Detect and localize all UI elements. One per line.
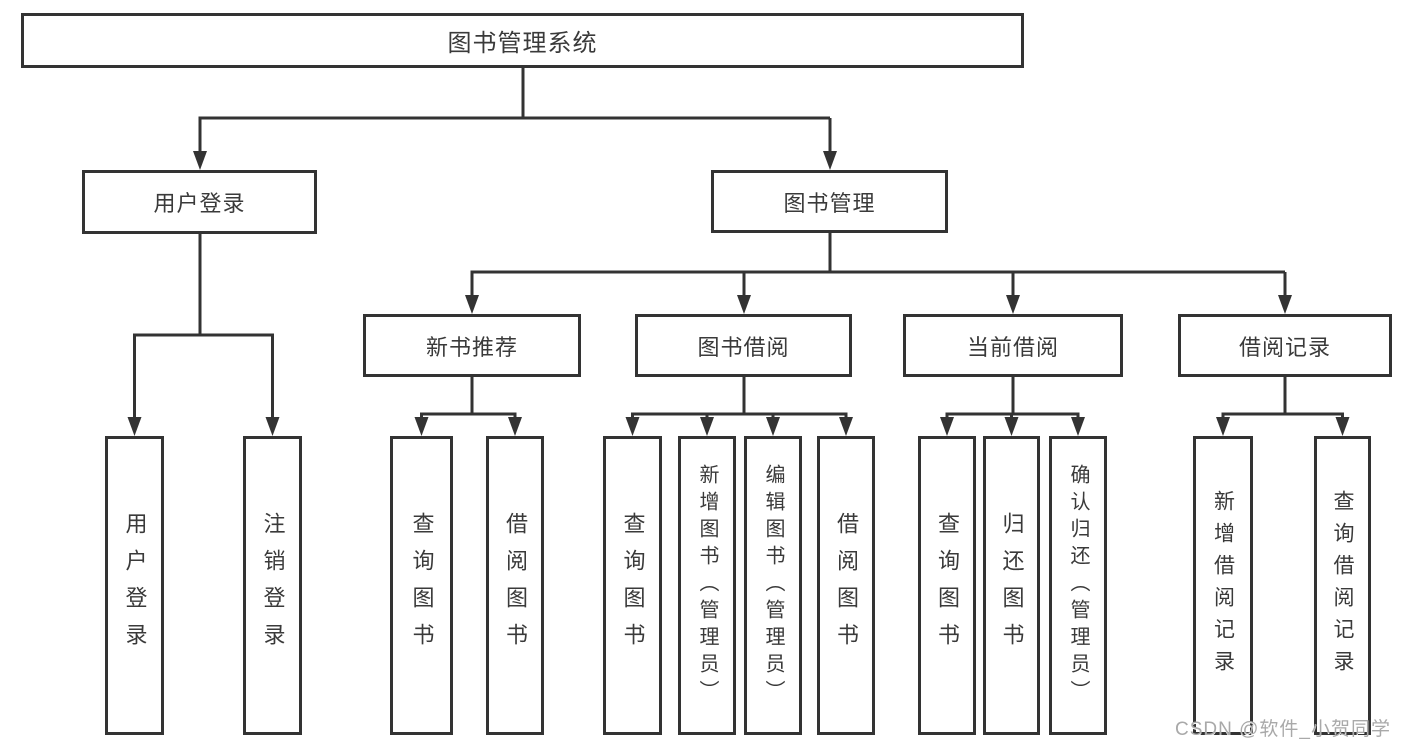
node-label: 新增图书（管理员） — [696, 464, 718, 707]
node-label: 注销登录 — [260, 511, 286, 660]
node-label: 查询图书 — [409, 511, 435, 660]
node-current-borrowing: 当前借阅 — [903, 314, 1123, 377]
node-label: 查询图书 — [935, 511, 960, 660]
node-user-login-action: 用户登录 — [105, 436, 164, 735]
node-add-borrow-record: 新增借阅记录 — [1193, 436, 1253, 735]
node-label: 借阅图书 — [503, 511, 528, 660]
node-label: 图书借阅 — [697, 334, 790, 360]
node-label: 编辑图书（管理员） — [762, 464, 784, 707]
node-label: 查询借阅记录 — [1331, 489, 1354, 682]
node-label: 用户登录 — [122, 511, 148, 660]
node-query-borrow-record: 查询借阅记录 — [1314, 436, 1371, 735]
node-label: 借阅图书 — [834, 511, 859, 660]
node-label: 查询图书 — [620, 511, 646, 660]
node-return-books: 归还图书 — [983, 436, 1040, 735]
node-edit-books-admin: 编辑图书（管理员） — [744, 436, 802, 735]
node-user-login: 用户登录 — [82, 170, 317, 234]
node-recommend-borrow-books: 借阅图书 — [486, 436, 544, 735]
node-book-borrowing: 图书借阅 — [635, 314, 852, 377]
node-borrowing-borrow-books: 借阅图书 — [817, 436, 875, 735]
node-label: 当前借阅 — [966, 334, 1059, 360]
node-logout-action: 注销登录 — [243, 436, 302, 735]
node-label: 新书推荐 — [425, 334, 518, 360]
node-label: 图书管理系统 — [447, 30, 598, 57]
node-label: 归还图书 — [999, 511, 1025, 660]
csdn-watermark: CSDN @软件_小贺同学 — [1175, 719, 1391, 740]
node-library-management-system: 图书管理系统 — [21, 13, 1024, 68]
node-label: 用户登录 — [153, 191, 246, 216]
node-confirm-return-admin: 确认归还（管理员） — [1049, 436, 1107, 735]
node-label: 新增借阅记录 — [1211, 489, 1235, 682]
node-label: 借阅记录 — [1238, 334, 1331, 360]
node-recommend-query-books: 查询图书 — [390, 436, 453, 735]
node-current-query-books: 查询图书 — [918, 436, 976, 735]
node-add-books-admin: 新增图书（管理员） — [678, 436, 736, 735]
node-book-management: 图书管理 — [711, 170, 948, 233]
node-label: 确认归还（管理员） — [1067, 464, 1089, 707]
node-new-book-recommendation: 新书推荐 — [363, 314, 581, 377]
node-borrowing-records: 借阅记录 — [1178, 314, 1392, 377]
node-borrowing-query-books: 查询图书 — [603, 436, 662, 735]
node-label: 图书管理 — [783, 190, 876, 216]
